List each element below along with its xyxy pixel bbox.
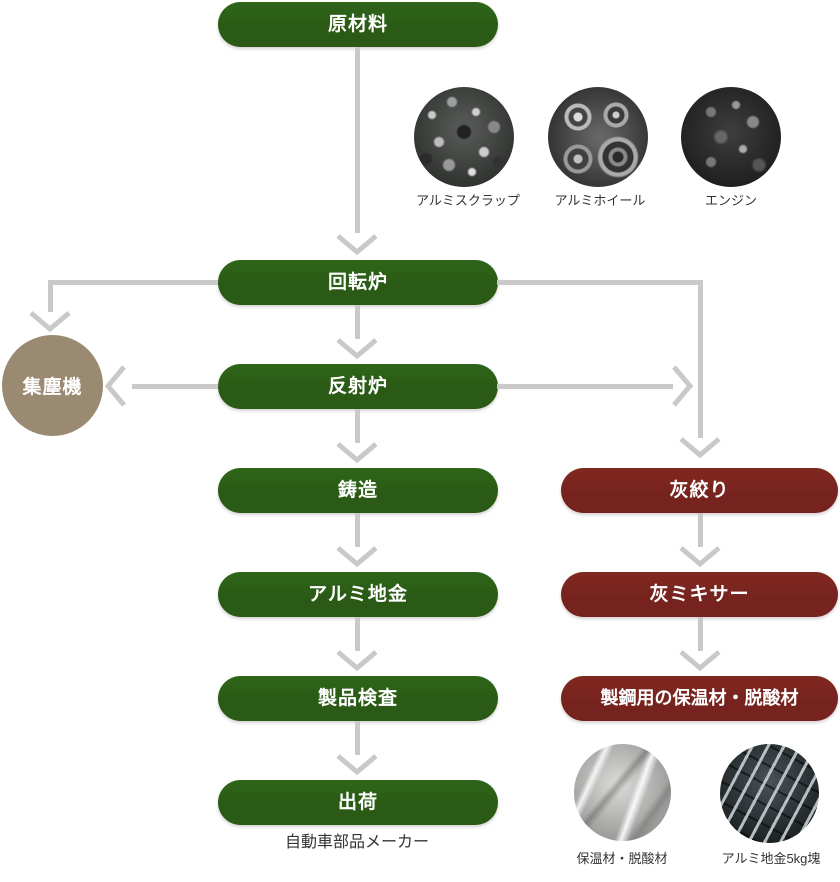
photo-caption: アルミ地金5kg塊: [721, 851, 821, 866]
step-rotary-furnace: 回転炉: [218, 260, 498, 305]
arrow-down-icon: [335, 648, 379, 672]
arrow-line: [355, 617, 360, 651]
arrow-down-icon: [335, 440, 379, 464]
step-raw-materials: 原材料: [218, 2, 498, 47]
arrow-down-icon: [335, 336, 379, 360]
arrow-line: [497, 384, 673, 389]
arrow-line: [355, 305, 360, 339]
arrow-down-icon: [335, 544, 379, 568]
arrow-down-icon: [335, 752, 379, 776]
insulation-deoxidizer-photo: [574, 744, 671, 841]
aluminum-wheel-photo: [548, 87, 648, 187]
step-shipping: 出荷: [218, 780, 498, 825]
arrow-down-icon: [28, 309, 72, 333]
arrow-line: [355, 409, 360, 443]
arrow-line: [132, 384, 218, 389]
arrow-line: [355, 513, 360, 547]
arrow-down-icon: [678, 435, 722, 459]
arrow-right-icon: [670, 364, 694, 408]
arrow-line: [48, 280, 53, 312]
photo-caption: 保温材・脱酸材: [576, 851, 668, 866]
photo-caption: エンジン: [704, 193, 757, 208]
step-steelmaking-insulation-deoxidizer: 製鋼用の保温材・脱酸材: [561, 676, 838, 721]
step-casting: 鋳造: [218, 468, 498, 513]
arrow-down-icon: [678, 544, 722, 568]
step-ash-pressing: 灰絞り: [561, 468, 838, 513]
step-product-inspection: 製品検査: [218, 676, 498, 721]
arrow-line: [497, 280, 700, 285]
photo-caption: アルミスクラップ: [416, 193, 520, 208]
engine-photo: [681, 87, 781, 187]
arrow-left-icon: [104, 364, 128, 408]
arrow-line: [698, 617, 703, 651]
arrow-line: [698, 280, 703, 438]
step-reverberatory-furnace: 反射炉: [218, 364, 498, 409]
dust-collector-circle: 集塵機: [2, 335, 103, 436]
step-ash-mixer: 灰ミキサー: [561, 572, 838, 617]
step-aluminum-ingot: アルミ地金: [218, 572, 498, 617]
aluminum-scrap-photo: [414, 87, 514, 187]
aluminum-ingot-5kg-photo: [720, 744, 819, 843]
arrow-line: [355, 47, 360, 233]
shipping-destination-label: 自動車部品メーカー: [284, 834, 429, 851]
arrow-down-icon: [678, 648, 722, 672]
arrow-line: [698, 513, 703, 547]
arrow-line: [355, 721, 360, 755]
arrow-down-icon: [335, 232, 379, 256]
arrow-line: [50, 280, 218, 285]
photo-caption: アルミホイール: [554, 193, 646, 208]
